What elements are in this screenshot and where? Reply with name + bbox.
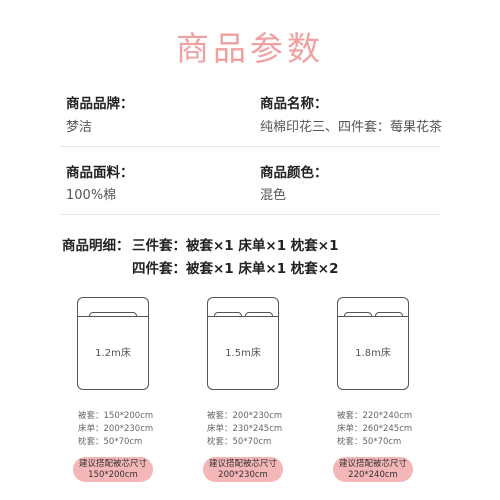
spec-sheet: 床单：230*245cm (207, 424, 283, 434)
spec-sheet: 床单：260*245cm (337, 424, 413, 434)
badge-text: 建议搭配被芯尺寸 (338, 459, 407, 469)
details-label: 商品明细： (62, 238, 130, 254)
badge-size: 150*200cm (88, 470, 138, 480)
bed-size-label: 1.8m床 (355, 348, 391, 359)
badge-text: 建议搭配被芯尺寸 (208, 459, 277, 469)
bed-size-label: 1.2m床 (95, 348, 131, 359)
spec-duvet: 被套：200*230cm (207, 411, 283, 421)
divider (60, 146, 440, 147)
page-title: 商品参数 (176, 29, 324, 68)
brand-value: 梦洁 (66, 120, 93, 135)
spec-duvet: 被套：150*200cm (78, 411, 154, 421)
duvet-icon (336, 316, 409, 390)
fabric-value: 100%棉 (66, 188, 117, 203)
bed-size-label: 1.5m床 (225, 348, 261, 359)
spec-sheet: 床单：200*230cm (78, 424, 154, 434)
spec-pillow: 枕套：50*70cm (78, 437, 143, 447)
spec-pillow: 枕套：50*70cm (337, 437, 402, 447)
recommend-badge: 建议搭配被芯尺寸 220*240cm (333, 457, 413, 482)
duvet-icon (76, 316, 149, 390)
name-label: 商品名称： (260, 96, 328, 112)
badge-size: 220*240cm (348, 470, 398, 480)
color-label: 商品颜色： (260, 165, 328, 181)
color-value: 混色 (260, 188, 287, 203)
details-line-3pc: 三件套：被套×1 床单×1 枕套×1 (132, 238, 339, 254)
details-line-4pc: 四件套：被套×1 床单×1 枕套×2 (132, 261, 339, 277)
spec-duvet: 被套：220*240cm (337, 411, 413, 421)
badge-text: 建议搭配被芯尺寸 (78, 459, 147, 469)
fabric-label: 商品面料： (66, 165, 134, 181)
name-value: 纯棉印花三、四件套：莓果花茶 (260, 120, 443, 135)
divider (60, 214, 440, 215)
bed-diagram-1-8m: 1.8m床 (336, 297, 409, 390)
bed-diagram-1-2m: 1.2m床 (76, 297, 149, 390)
recommend-badge: 建议搭配被芯尺寸 150*200cm (73, 457, 153, 482)
bed-diagram-1-5m: 1.5m床 (206, 297, 279, 390)
duvet-icon (206, 316, 279, 390)
spec-pillow: 枕套：50*70cm (207, 437, 272, 447)
brand-label: 商品品牌： (66, 96, 134, 112)
recommend-badge: 建议搭配被芯尺寸 200*230cm (203, 457, 283, 482)
badge-size: 200*230cm (218, 470, 268, 480)
